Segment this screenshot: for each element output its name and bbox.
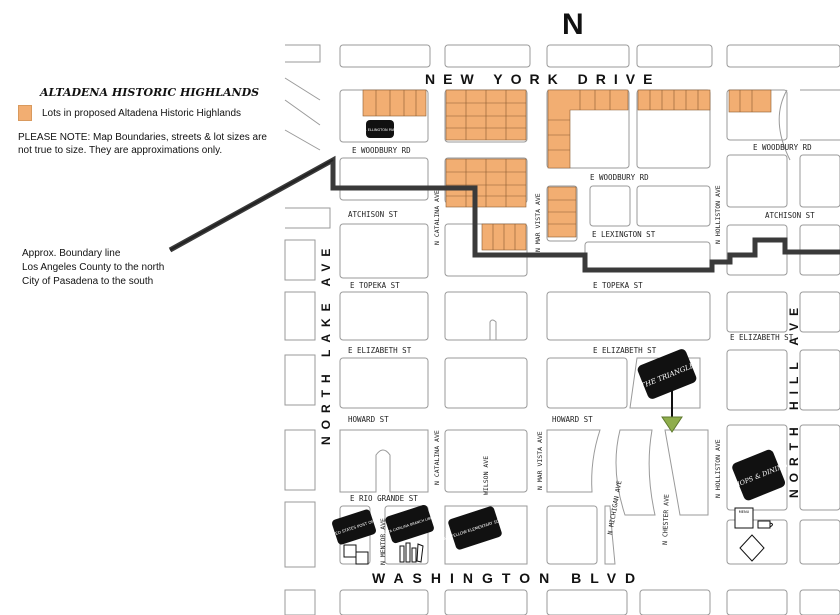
lot-lines xyxy=(375,90,753,250)
marker-post-office[interactable]: UNITED STATES POST OFFICE xyxy=(322,505,386,565)
street-mar-vista-bottom: N MAR VISTA AVE xyxy=(536,431,544,490)
street-catalina-bottom: N CATALINA AVE xyxy=(433,430,441,485)
street-chester: N CHESTER AVE xyxy=(661,494,671,545)
marker-triangle[interactable]: THE TRIANGLE xyxy=(634,347,701,433)
boundary-note-line1: Approx. Boundary line xyxy=(22,248,121,259)
street-north-hill: NORTH HILL AVE xyxy=(787,301,801,498)
books-icon xyxy=(399,542,424,563)
legend-title: ALTADENA HISTORIC HIGHLANDS xyxy=(40,86,260,99)
small-park-label: AL ELLINGTON PARK xyxy=(362,128,398,132)
street-washington: WASHINGTON BLVD xyxy=(372,570,644,586)
menu-icon xyxy=(734,507,754,529)
street-elizabeth-left: E ELIZABETH ST xyxy=(348,346,412,355)
street-atchison-right: ATCHISON ST xyxy=(765,211,815,220)
street-wilson: WILSON AVE xyxy=(482,456,490,495)
street-howard-left: HOWARD ST xyxy=(348,415,389,424)
marker-library[interactable]: SANTA CATALINA BRANCH LIBRARY xyxy=(376,501,443,563)
street-elizabeth-right: E ELIZABETH ST xyxy=(730,333,794,342)
legend-row: Lots in proposed Altadena Historic Highl… xyxy=(18,105,288,121)
marker-shops[interactable]: SHOPS & DINING MENU xyxy=(723,445,795,562)
marker-school[interactable]: LONGFELLOW ELEMENTARY SCHOOL xyxy=(435,501,515,554)
coffee-cup-icon xyxy=(757,520,773,529)
street-topeka-left: E TOPEKA ST xyxy=(350,281,400,290)
package-icon xyxy=(343,544,357,558)
street-mar-vista-top: N MAR VISTA AVE xyxy=(534,193,542,252)
street-woodbury-right: E WOODBURY RD xyxy=(753,143,812,152)
legend: ALTADENA HISTORIC HIGHLANDS Lots in prop… xyxy=(18,86,288,157)
boundary-note: Approx. Boundary line Los Angeles County… xyxy=(22,247,164,289)
boundary-note-line2: Los Angeles County to the north xyxy=(22,262,165,273)
legend-note: PLEASE NOTE: Map Boundaries, streets & l… xyxy=(18,132,267,156)
boundary-note-line3: City of Pasadena to the south xyxy=(22,276,154,287)
street-north-lake: NORTH LAKE AVE xyxy=(319,242,333,445)
boundary-pointer xyxy=(169,159,334,251)
street-woodbury-mid: E WOODBURY RD xyxy=(590,173,649,182)
street-topeka-mid: E TOPEKA ST xyxy=(593,281,643,290)
street-atchison-left: ATCHISON ST xyxy=(348,210,398,219)
boundary-line xyxy=(168,155,840,273)
street-michigan: N MICHIGAN AVE xyxy=(606,480,623,535)
street-elizabeth-mid: E ELIZABETH ST xyxy=(593,346,657,355)
street-hollister-top: N HOLLISTON AVE xyxy=(714,185,722,244)
marker-small-park[interactable]: AL ELLINGTON PARK xyxy=(362,120,398,138)
svg-text:MENU: MENU xyxy=(739,510,750,514)
legend-swatch xyxy=(18,105,32,121)
street-catalina-top: N CATALINA AVE xyxy=(433,190,441,245)
street-mentor: N MENTOR AVE xyxy=(379,518,387,565)
shopping-bag-icon xyxy=(739,534,765,562)
north-indicator: N xyxy=(562,8,584,41)
legend-swatch-label: Lots in proposed Altadena Historic Highl… xyxy=(42,107,242,119)
street-rio-grande: E RIO GRANDE ST xyxy=(350,494,418,503)
street-lexington: E LEXINGTON ST xyxy=(592,230,656,239)
street-woodbury-left: E WOODBURY RD xyxy=(352,146,411,155)
street-hollister-bottom: N HOLLISTON AVE xyxy=(714,439,722,498)
street-new-york: NEW YORK DRIVE xyxy=(425,71,660,87)
triangle-park-icon xyxy=(661,416,683,433)
street-howard-mid: HOWARD ST xyxy=(552,415,593,424)
